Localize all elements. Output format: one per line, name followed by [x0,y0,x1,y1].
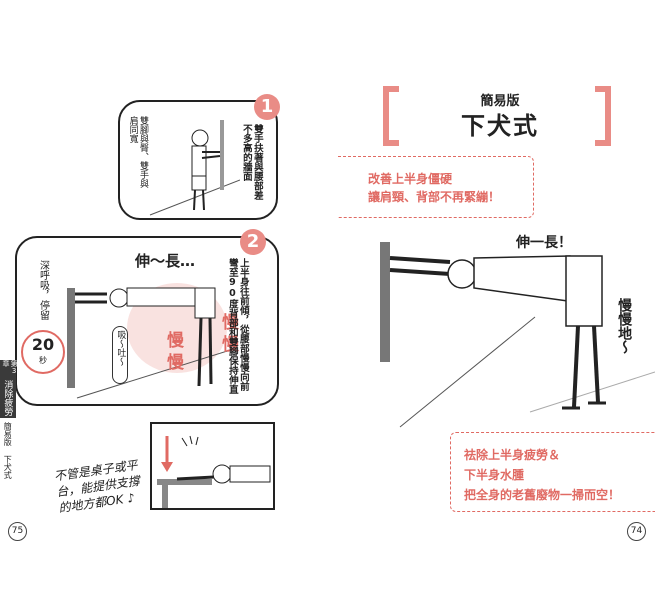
step2-stretch-label: 伸～長… [135,252,196,270]
chapter-tab [0,360,16,418]
step1-panel: 雙腳與臀、雙手與肩同寬 [118,100,278,220]
step2-slow-b: 慢 [222,335,239,355]
main-illustration [380,242,655,428]
chapter-title: 消除疲勞 [2,380,13,416]
step2-instruction: 上半身往前傾，從腰部慢慢向前彎至90度背部和雙腳保持伸直 [226,258,249,394]
benefit-top-box [338,156,534,218]
step2-illustration [67,283,237,399]
benefit-top-line2: 讓肩頸、背部不再緊繃！ [368,190,501,204]
step2-slow-d: 慢 [167,353,184,373]
left-page: 雙腳與臀、雙手與肩同寬 1 雙手扶著與腰部差不多高的牆面 伸～長… 慢 慢 慢 … [0,94,280,541]
title-bracket-left [383,86,399,146]
benefit-bottom-line1: 祛除上半身疲勞＆ [464,448,561,462]
seconds-circle: 20 秒 [21,330,65,374]
slow-label: 慢慢地～ [616,298,633,354]
page-title: 下犬式 [461,112,539,140]
benefit-bottom-line2: 下半身水腫 [464,468,525,482]
benefit-bottom-line3: 把全身的老舊廢物一掃而空！ [464,488,621,502]
step2-slow-c: 慢 [167,331,184,351]
step3-panel [150,422,275,510]
title-bracket-right [595,86,611,146]
step3-illustration [157,435,271,508]
step2-panel: 伸～長… 慢 慢 慢 慢 吸～吐～ 深呼吸，停留 20 秒 [15,236,279,406]
stretch-label: 伸一長！ [516,235,572,251]
step1-instruction: 雙手扶著與腰部差不多高的牆面 [240,124,263,200]
step1-side-note: 雙腳與臀、雙手與肩同寬 [127,116,148,188]
seconds-number: 20 [31,335,55,354]
step2-number: 2 [240,229,266,255]
title-badge: 簡易版 [480,94,520,109]
right-page-number: 74 [627,522,646,541]
benefit-top-line1: 改善上半身僵硬 [368,172,453,186]
running-head: 簡易版 下犬式 [3,422,13,479]
right-page: 簡易版 下犬式 改善上半身僵硬 讓肩頸、背部不再緊繃！ 伸一長！ 慢慢地～ 祛除… [330,0,655,609]
chapter-number: 第3章 [2,360,19,375]
tip-text: 不管是桌子或平台，能提供支撐的地方都OK ♪ [53,457,141,516]
seconds-unit: 秒 [39,356,47,365]
left-page-number: 75 [8,522,27,541]
step1-number: 1 [254,94,280,120]
benefit-bottom-box [450,432,655,512]
step2-slow-a: 慢 [222,313,239,333]
step1-illustration [149,120,240,216]
step2-breath-bubble: 吸～吐～ [112,326,129,384]
step2-breath-note: 深呼吸，停留 [37,260,49,320]
